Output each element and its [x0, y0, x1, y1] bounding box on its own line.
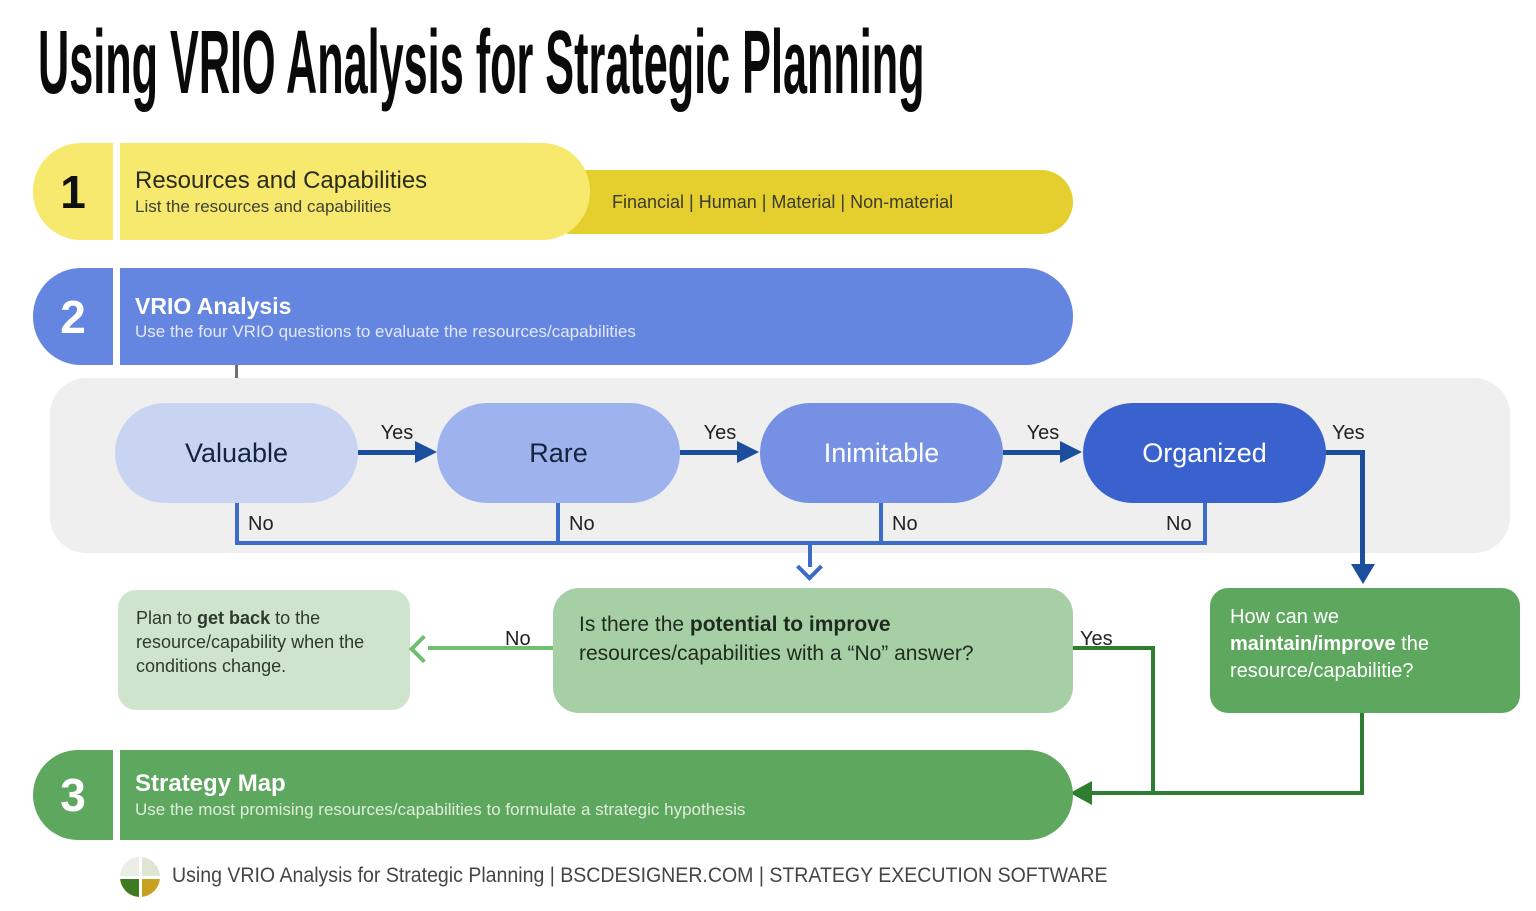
maintain-text-suffix: the resource/capabilitie?	[1230, 633, 1429, 682]
arrow-right-icon	[737, 441, 759, 463]
no-label-improve: No	[505, 628, 531, 650]
pill-label: Rare	[529, 437, 588, 468]
yes-arrow-3-shaft	[1003, 450, 1063, 455]
step-1-subtitle: List the resources and capabilities	[135, 196, 392, 216]
no-label-organized: No	[1166, 513, 1192, 535]
page-title: Using VRIO Analysis for Strategic Planni…	[38, 13, 925, 113]
step-1-number: 1	[60, 165, 86, 218]
step-2-subtitle: Use the four VRIO questions to evaluate …	[135, 321, 636, 341]
potential-to-improve-box: Is there the potential to improve resour…	[553, 588, 1073, 713]
footer-text: Using VRIO Analysis for Strategic Planni…	[172, 864, 1108, 887]
yes-label-4: Yes	[1332, 422, 1365, 444]
logo-quadrant-br	[141, 878, 160, 897]
improve-yes-h	[1073, 646, 1155, 650]
yes-arrow-1-shaft	[358, 450, 418, 455]
step-1-resource-types: Financial | Human | Material | Non-mater…	[612, 191, 954, 212]
improve-text-bold: potential to improve	[689, 613, 891, 636]
to-strategy-h	[1092, 791, 1364, 795]
logo-quadrant-tr	[141, 857, 160, 876]
yes-label-improve: Yes	[1080, 628, 1113, 650]
arrow-left-icon	[1070, 781, 1092, 805]
arrow-left-open-icon	[408, 634, 438, 664]
step-3-title: Strategy Map	[135, 770, 286, 797]
arrow-down-open-icon	[796, 554, 823, 581]
yes-label-3: Yes	[1026, 422, 1060, 444]
step-3-number-cap: 3	[33, 750, 113, 840]
plan-text-prefix: Plan to	[136, 608, 198, 628]
plan-text-bold: get back	[197, 608, 271, 628]
pill-label: Inimitable	[823, 437, 940, 468]
improve-yes-v	[1151, 646, 1155, 795]
step-3-bar: Strategy Map Use the most promising reso…	[120, 750, 1073, 840]
improve-text-suffix: resources/capabilities with a “No” answe…	[579, 642, 974, 665]
logo-quadrant-tl	[120, 857, 139, 876]
maintain-text-bold: maintain/improve	[1230, 633, 1396, 655]
yes-arrow-2-shaft	[680, 450, 740, 455]
improve-text-prefix: Is there the	[579, 613, 690, 636]
vrio-pill-rare: Rare	[437, 403, 680, 503]
improve-no-shaft	[428, 646, 553, 650]
step-1-title: Resources and Capabilities	[135, 166, 428, 194]
step-3-subtitle: Use the most promising resources/capabil…	[135, 800, 746, 819]
no-label-valuable: No	[248, 513, 274, 535]
logo-quadrant-bl	[120, 878, 139, 897]
bscdesigner-logo-icon	[120, 857, 160, 897]
step-3-number: 3	[60, 769, 86, 821]
step-1-number-cap: 1	[33, 143, 113, 240]
arrow-right-icon	[415, 441, 437, 463]
yes-label-2: Yes	[703, 422, 737, 444]
arrow-down-icon	[1351, 564, 1375, 584]
maintain-improve-box: How can we maintain/improve the resource…	[1210, 588, 1520, 713]
no-collector-line	[235, 541, 1207, 545]
step-1-bar: Resources and Capabilities List the reso…	[120, 143, 590, 240]
no-label-inimitable: No	[892, 513, 918, 535]
vrio-pill-organized: Organized	[1083, 403, 1326, 503]
step-2-number-cap: 2	[33, 268, 113, 365]
organized-yes-h	[1325, 450, 1365, 455]
no-drop-valuable	[235, 503, 239, 543]
no-drop-organized	[1203, 503, 1207, 543]
step-2-number: 2	[60, 290, 86, 343]
step-2-bar: VRIO Analysis Use the four VRIO question…	[120, 268, 1073, 365]
no-label-rare: No	[569, 513, 595, 535]
maintain-text-prefix: How can we	[1230, 606, 1339, 628]
pill-label: Valuable	[184, 437, 289, 468]
plan-get-back-box: Plan to get back to the resource/capabil…	[118, 590, 410, 710]
collector-to-improve-line	[808, 541, 812, 567]
step-1-resource-types-pill: Financial | Human | Material | Non-mater…	[540, 170, 1073, 234]
step-2-title: VRIO Analysis	[135, 292, 292, 319]
yes-label-1: Yes	[380, 422, 414, 444]
pill-label: Organized	[1142, 437, 1267, 468]
vrio-pill-valuable: Valuable	[115, 403, 358, 503]
no-drop-rare	[556, 503, 560, 543]
arrow-right-icon	[1060, 441, 1082, 463]
maintain-drop-v	[1360, 713, 1364, 795]
organized-yes-v	[1360, 450, 1365, 566]
no-drop-inimitable	[879, 503, 883, 543]
step2-to-vrio-line	[235, 365, 238, 390]
plan-text-suffix: to the resource/capability when the cond…	[136, 608, 365, 676]
vrio-pill-inimitable: Inimitable	[760, 403, 1003, 503]
